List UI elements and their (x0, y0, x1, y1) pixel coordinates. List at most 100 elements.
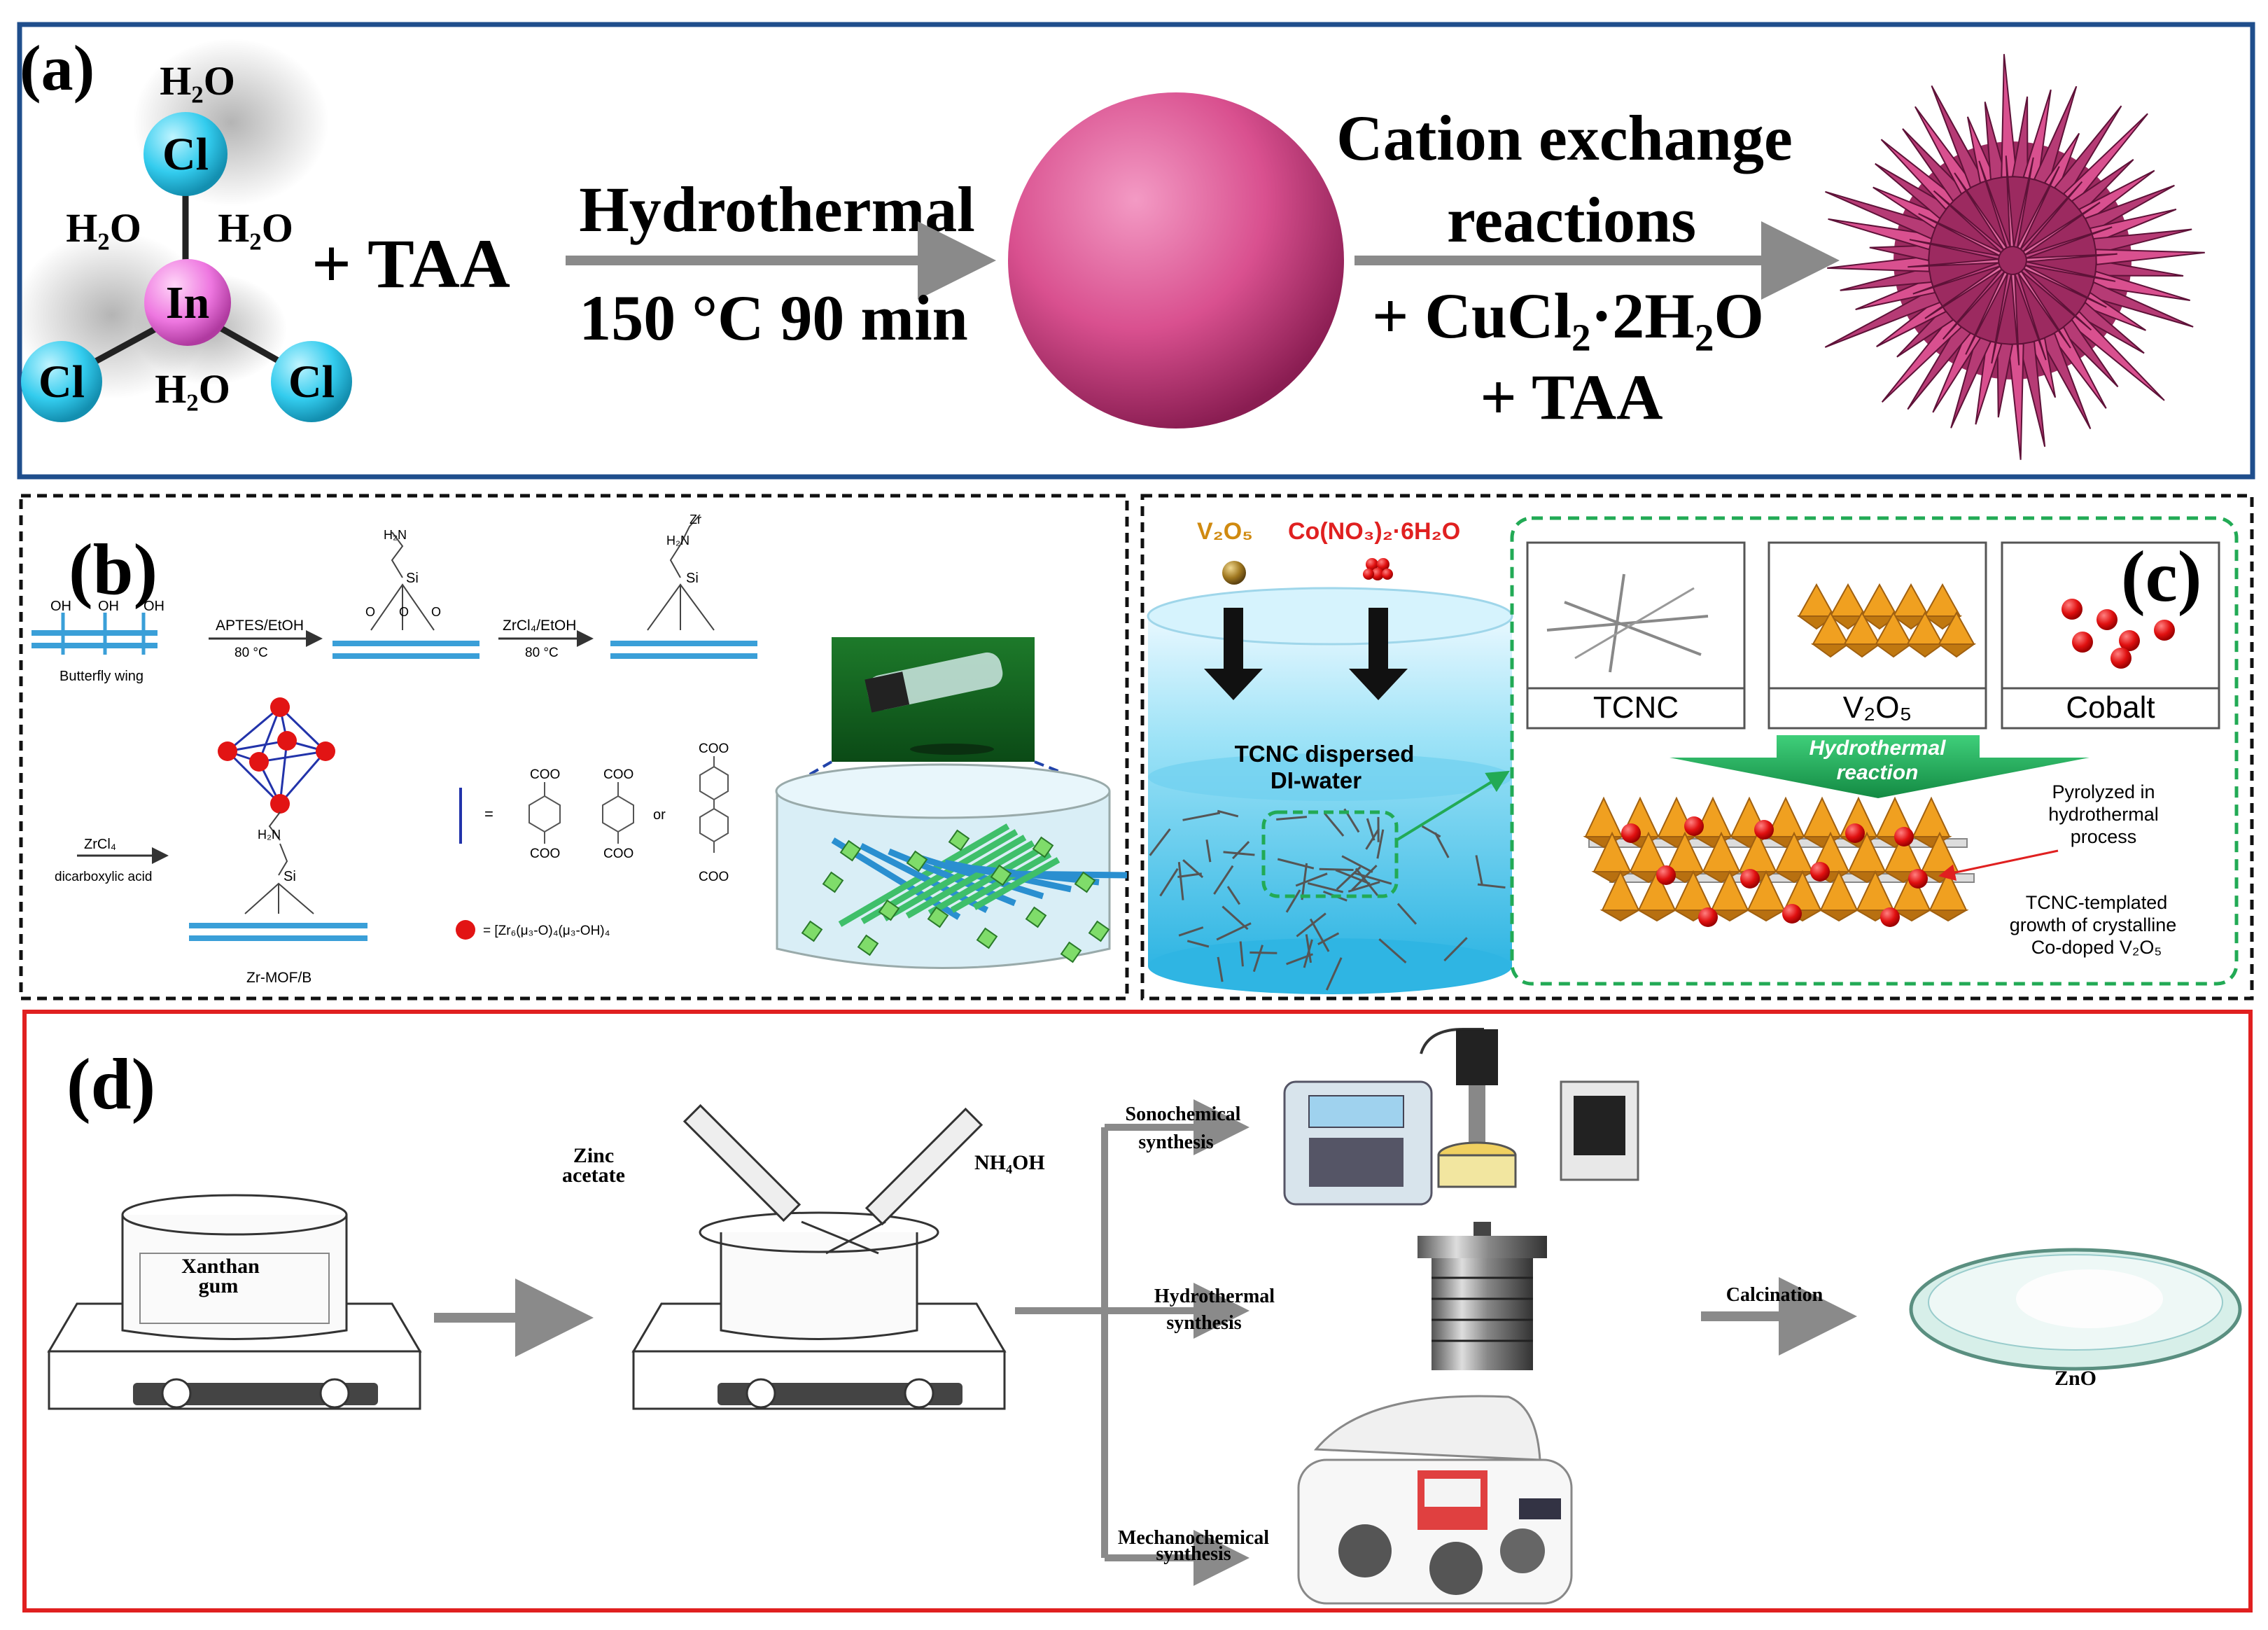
mof-strand (883, 835, 1027, 921)
tcnc-fiber (1149, 828, 1171, 856)
petal (2014, 272, 2047, 361)
mof-crystal (1074, 871, 1096, 893)
v2o5-pyramid (1818, 910, 1860, 922)
petal (2029, 337, 2057, 398)
tcnc-fiber (1277, 858, 1315, 870)
hydrothermal-synthesis-label: Hydrothermal (1154, 1286, 1275, 1307)
petal (2033, 85, 2078, 186)
v2o5-pyramid (1927, 910, 1969, 922)
oh-label: OH (50, 599, 71, 614)
tcnc-fiber (1239, 941, 1244, 967)
o-label: O (399, 605, 409, 619)
tcnc-fiber (1341, 855, 1373, 873)
cobalt-particles (1363, 558, 1393, 580)
si-label: Si (406, 571, 419, 586)
zoom-arrow (1395, 770, 1510, 842)
pyrolyzed-label: hydrothermal (2048, 804, 2159, 825)
tcnc-fiber (1252, 945, 1264, 973)
tcnc-fiber (1226, 886, 1241, 905)
tcnc-fiber (1317, 932, 1340, 945)
petal (1996, 342, 2014, 418)
reagent1-label: APTES/EtOH (216, 618, 304, 634)
petal (2076, 301, 2145, 354)
v2o5-pyramid (1873, 643, 1914, 658)
tcnc-fiber (1276, 816, 1308, 821)
zoom-box (1261, 810, 1399, 898)
tcnc-fiber (1182, 859, 1204, 879)
mechanochemical-label: synthesis (1156, 1543, 1231, 1565)
incl3-molecule: Cl In Cl Cl H₂O H₂O H₂O H₂O (14, 39, 352, 422)
petal (1902, 128, 1966, 202)
co-reagent-label: Co(NO₃)₂·6H₂O (1288, 518, 1460, 545)
in-atom (144, 259, 231, 346)
petal (1876, 298, 1947, 347)
nh4oh-label: NH₄OH (974, 1151, 1045, 1174)
linker-bpdc: COO COO (699, 741, 729, 884)
mof-crystal (1025, 906, 1047, 928)
tcnc-fiber (1213, 865, 1234, 895)
petal (1918, 213, 2003, 257)
cl-atom-label: Cl (288, 356, 335, 408)
mof-strand (1000, 870, 1128, 879)
v2o5-pyramid (1912, 796, 1951, 837)
petal (2094, 249, 2205, 266)
autoclave (1418, 1222, 1547, 1370)
tcnc-fiber (1295, 872, 1328, 887)
flower-structure (1824, 54, 2205, 460)
v2o5-pyramid (1709, 910, 1751, 922)
cobalt-dopant (1782, 904, 1802, 924)
zr-mof-label: Zr-MOF/B (246, 970, 312, 986)
v2o5-pyramid (1905, 643, 1945, 658)
tcnc-templated-label: TCNC-templated (2026, 892, 2168, 913)
petal (1869, 244, 1931, 262)
tcnc-box-label: TCNC (1593, 690, 1679, 725)
zno-label: ZnO (2054, 1367, 2096, 1390)
box-v2o5: V₂O₅ (1768, 541, 1987, 730)
oh-label: OH (98, 599, 119, 614)
cobalt-dopant (1754, 820, 1774, 840)
cl-atom (271, 341, 352, 422)
cobalt-dopant (1698, 907, 1718, 927)
zr-label: Zr (690, 513, 701, 527)
mof-crystal (822, 871, 844, 893)
petal (1907, 258, 2000, 268)
sphere (1008, 92, 1344, 429)
v2o5-pyramid (1745, 910, 1787, 922)
cl-atom (21, 341, 102, 422)
petal (2092, 228, 2192, 255)
calcination-label: Calcination (1726, 1284, 1823, 1306)
step2-line4: + TAA (1480, 361, 1662, 433)
tcnc-fiber (1222, 905, 1249, 931)
panel-c-border (1140, 494, 2254, 1001)
sonochemical-label: Sonochemical (1126, 1103, 1241, 1125)
petal (2025, 253, 2118, 263)
mof-crystal (976, 927, 998, 949)
petal (1942, 268, 2005, 340)
aptes-surface: Si H₂N O O O (332, 528, 479, 659)
water-label: H₂O (160, 58, 235, 104)
petal (2089, 208, 2177, 244)
tcnc-fiber (1186, 940, 1210, 948)
tcnc-templated-label: Co-doped V₂O₅ (2031, 937, 2162, 958)
petal (1931, 85, 1985, 189)
petal (2008, 342, 2024, 460)
tcnc-fiber (1177, 862, 1184, 900)
petal (1907, 323, 1972, 410)
tcnc-fiber (1378, 938, 1407, 963)
tcnc-fiber (1178, 926, 1204, 937)
petal (1991, 272, 2012, 364)
petal (1965, 270, 2009, 355)
o-label: O (431, 605, 441, 619)
cobalt-dopant (1740, 869, 1760, 889)
panel-c-label: (c) (2121, 536, 2202, 617)
hydrothermal-label: reaction (1837, 761, 1919, 784)
petal (1896, 307, 1954, 358)
petal (2017, 270, 2071, 349)
petal (1914, 106, 1975, 195)
cobalt-dopant (1684, 816, 1704, 836)
step1-top: Hydrothermal (579, 174, 975, 245)
or-label: or (653, 807, 666, 823)
zr-mof-surface: H₂N Si Zr-MOF/B (189, 811, 368, 986)
bond-line (208, 319, 293, 370)
v2o5-pyramid (1810, 643, 1851, 658)
